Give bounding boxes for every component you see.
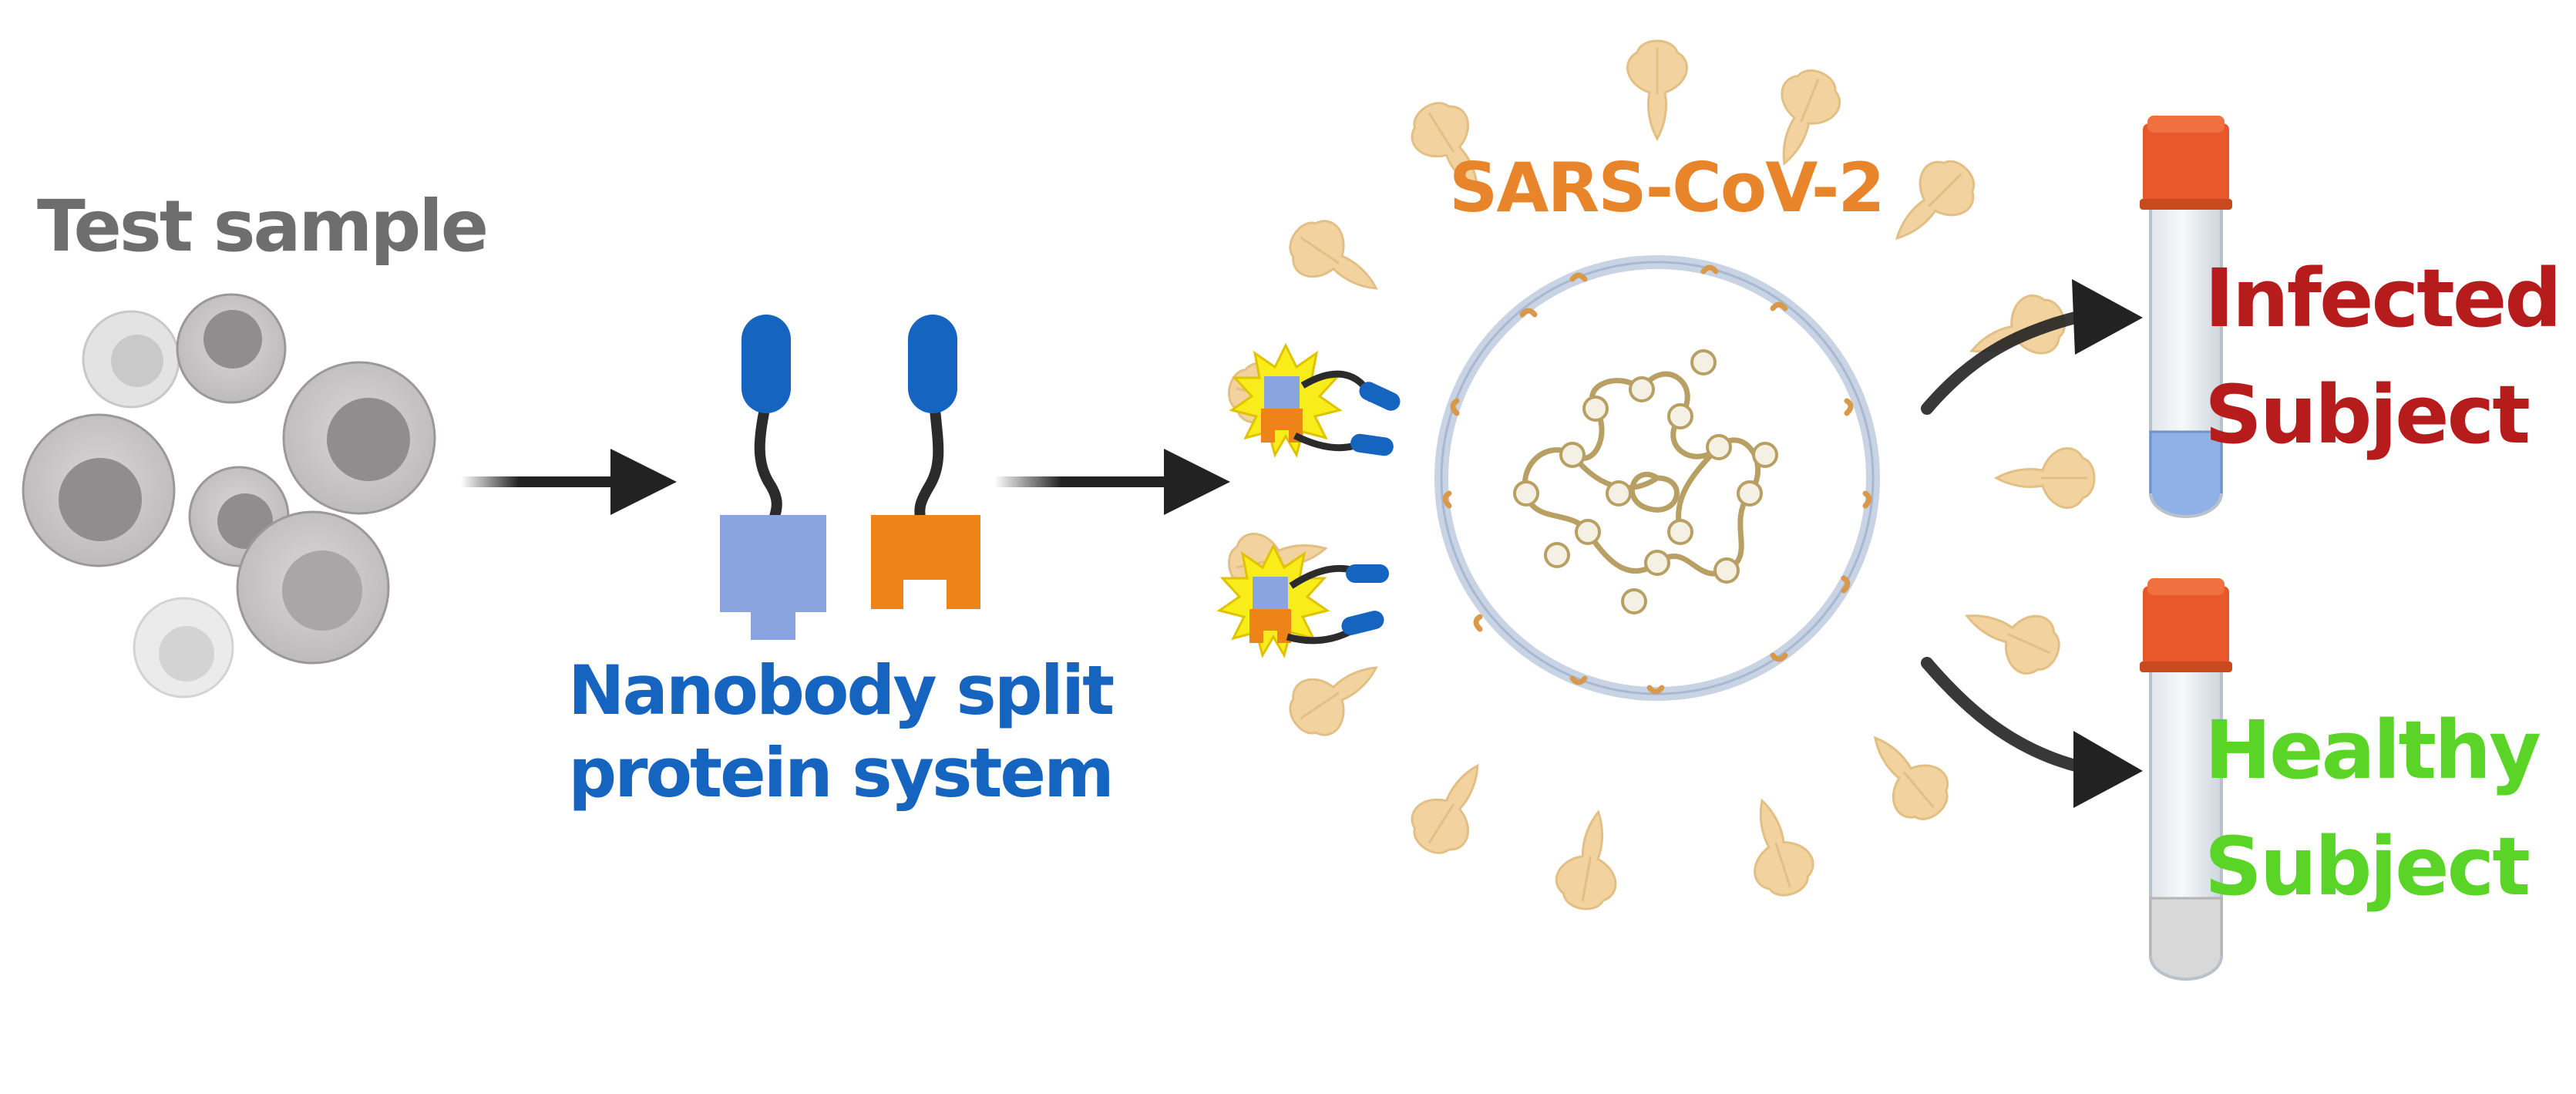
tube-infected — [2140, 116, 2232, 518]
rna-beads — [1513, 349, 1778, 614]
virus-label: SARS-CoV-2 — [1449, 148, 1885, 227]
split-piece-blue — [720, 515, 826, 640]
infected-subject-label: Infected Subject — [2204, 241, 2562, 473]
test-sample-label: Test sample — [37, 185, 489, 268]
nanobody-system-label: Nanobody split protein system — [493, 649, 1187, 815]
nanobody-split-system — [720, 315, 980, 640]
nanobody-left — [742, 315, 791, 413]
split-piece-orange — [871, 515, 980, 609]
bound-sensor-top — [1230, 344, 1401, 456]
arrow-1 — [461, 449, 677, 515]
healthy-label-line2: Subject — [2204, 819, 2531, 914]
tube-healthy — [2140, 578, 2232, 981]
nanobody-label-line2: protein system — [568, 733, 1115, 813]
arrow-2 — [994, 449, 1230, 515]
bound-sensor-bottom — [1218, 544, 1389, 657]
healthy-subject-label: Healthy Subject — [2204, 692, 2541, 925]
arrow-healthy — [1921, 657, 2143, 808]
envelope-proteins — [1442, 264, 1872, 695]
nanobody-label-line1: Nanobody split — [567, 651, 1115, 730]
infected-label-line1: Infected — [2204, 251, 2562, 345]
healthy-label-line1: Healthy — [2204, 703, 2541, 797]
infected-label-line2: Subject — [2204, 367, 2531, 462]
nanobody-right — [908, 315, 957, 413]
sars-cov-2-virus — [1222, 39, 2096, 915]
test-sample-cells — [22, 293, 436, 698]
arrow-infected — [1921, 279, 2143, 415]
